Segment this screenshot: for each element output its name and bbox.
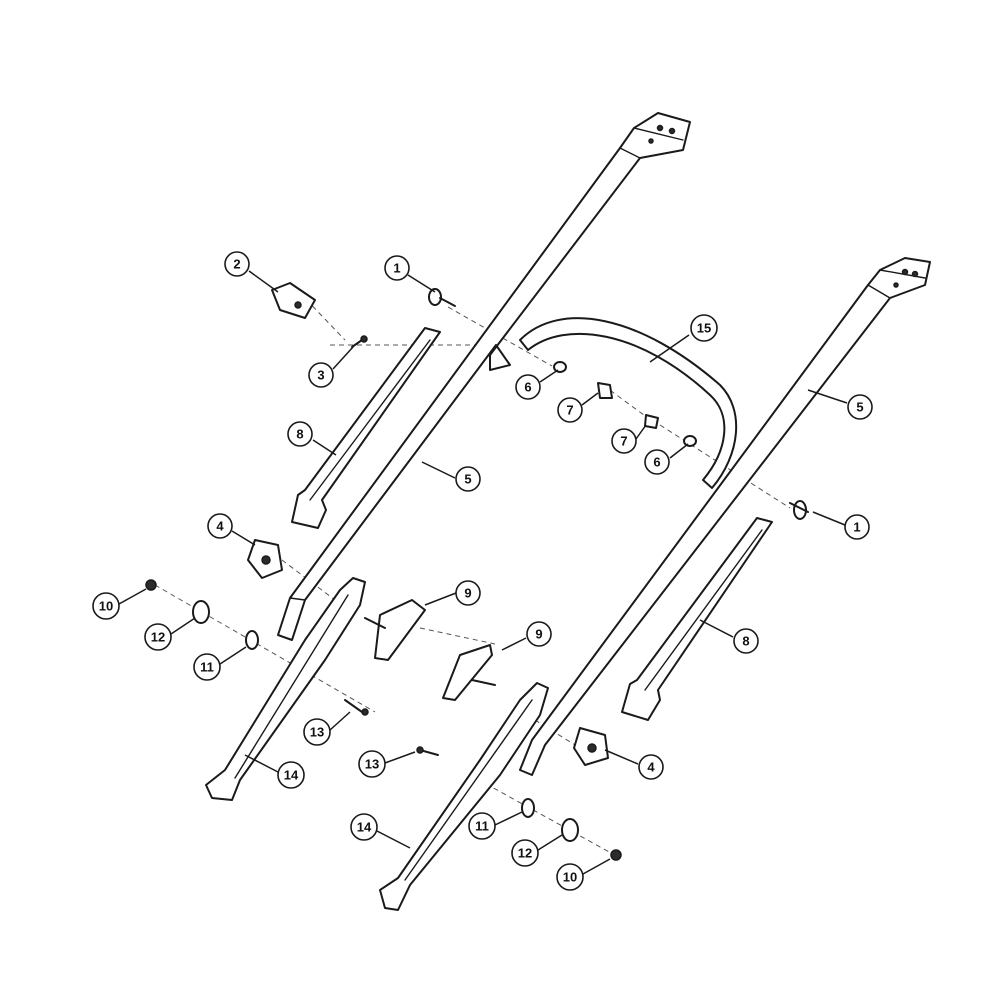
callout: 3 bbox=[308, 362, 334, 388]
callout: 6 bbox=[515, 374, 541, 400]
callout-label: 7 bbox=[566, 403, 573, 418]
part-6-washer-a bbox=[553, 361, 567, 373]
part-9-lever-right bbox=[442, 644, 496, 701]
callout-label: 1 bbox=[853, 520, 860, 535]
callout: 6 bbox=[644, 449, 670, 475]
callout: 9 bbox=[455, 580, 481, 606]
lower-handle-left bbox=[205, 577, 366, 801]
part-7-cap-b bbox=[644, 414, 659, 429]
callout-label: 1 bbox=[393, 261, 400, 276]
callout: 5 bbox=[455, 466, 481, 492]
part-13-bolt-left bbox=[344, 699, 369, 716]
part-10-nut-left bbox=[145, 579, 157, 591]
lower-handle-right bbox=[379, 682, 549, 911]
callout-label: 6 bbox=[524, 380, 531, 395]
callout-label: 14 bbox=[284, 768, 299, 783]
part-6-washer-b bbox=[683, 435, 697, 447]
callout-leaders bbox=[118, 270, 848, 875]
part-13-bolt-right bbox=[416, 746, 439, 756]
callout-label: 8 bbox=[296, 427, 303, 442]
cable-guide-right bbox=[621, 517, 773, 721]
callout: 2 bbox=[224, 251, 250, 277]
callout: 8 bbox=[733, 628, 759, 654]
callout-label: 7 bbox=[620, 434, 627, 449]
callout: 4 bbox=[207, 513, 233, 539]
upper-handle-right bbox=[519, 257, 931, 776]
callout: 5 bbox=[847, 394, 873, 420]
callout-label: 14 bbox=[357, 820, 372, 835]
part-12-washer-right bbox=[561, 818, 579, 842]
cross-bar bbox=[519, 317, 738, 489]
part-12-washer-left bbox=[192, 600, 210, 624]
callout: 13 bbox=[358, 750, 386, 778]
part-7-cap-a bbox=[597, 382, 613, 399]
callout-label: 13 bbox=[365, 757, 379, 772]
part-4-knob-right bbox=[573, 727, 609, 766]
callout: 4 bbox=[638, 754, 664, 780]
callout-label: 4 bbox=[647, 760, 655, 775]
callout-label: 5 bbox=[464, 472, 471, 487]
part-10-nut-right bbox=[610, 849, 622, 861]
part-11-washer-right bbox=[521, 798, 535, 818]
callout: 10 bbox=[556, 863, 584, 891]
part-9-lever-left bbox=[364, 599, 426, 661]
callout-label: 11 bbox=[475, 819, 489, 834]
part-1-bolt-upper bbox=[428, 288, 456, 307]
callout: 13 bbox=[303, 718, 331, 746]
callout: 14 bbox=[277, 761, 305, 789]
callout-label: 11 bbox=[200, 660, 214, 675]
upper-handle-left bbox=[277, 112, 691, 641]
callout-label: 6 bbox=[653, 455, 660, 470]
callout-label: 2 bbox=[233, 257, 240, 272]
callout: 12 bbox=[144, 623, 172, 651]
cable-guide-left bbox=[291, 327, 441, 529]
callout-label: 4 bbox=[216, 519, 224, 534]
callout-label: 13 bbox=[310, 725, 324, 740]
part-1-bolt-lower bbox=[789, 500, 809, 520]
callout: 10 bbox=[92, 592, 120, 620]
part-11-washer-left bbox=[245, 630, 259, 650]
callout: 1 bbox=[384, 255, 410, 281]
callout-label: 12 bbox=[151, 630, 165, 645]
callout: 7 bbox=[557, 397, 583, 423]
callout-label: 9 bbox=[464, 586, 471, 601]
callout-label: 10 bbox=[99, 599, 113, 614]
callout: 11 bbox=[193, 653, 221, 681]
callout: 15 bbox=[690, 314, 718, 342]
callout: 11 bbox=[468, 812, 496, 840]
part-3-screw bbox=[351, 335, 368, 348]
callout: 12 bbox=[511, 839, 539, 867]
callout-label: 15 bbox=[697, 321, 711, 336]
callout: 7 bbox=[611, 428, 637, 454]
callout-label: 5 bbox=[856, 400, 863, 415]
callout-label: 12 bbox=[518, 846, 532, 861]
callout: 1 bbox=[844, 514, 870, 540]
callout-label: 10 bbox=[563, 870, 577, 885]
part-4-knob-left bbox=[247, 539, 283, 579]
part-2-clip bbox=[271, 282, 316, 319]
callout-label: 8 bbox=[742, 634, 749, 649]
callout: 8 bbox=[287, 421, 313, 447]
callout-label: 9 bbox=[535, 627, 542, 642]
callout-label: 3 bbox=[317, 368, 324, 383]
callout: 9 bbox=[526, 621, 552, 647]
callout: 14 bbox=[350, 813, 378, 841]
